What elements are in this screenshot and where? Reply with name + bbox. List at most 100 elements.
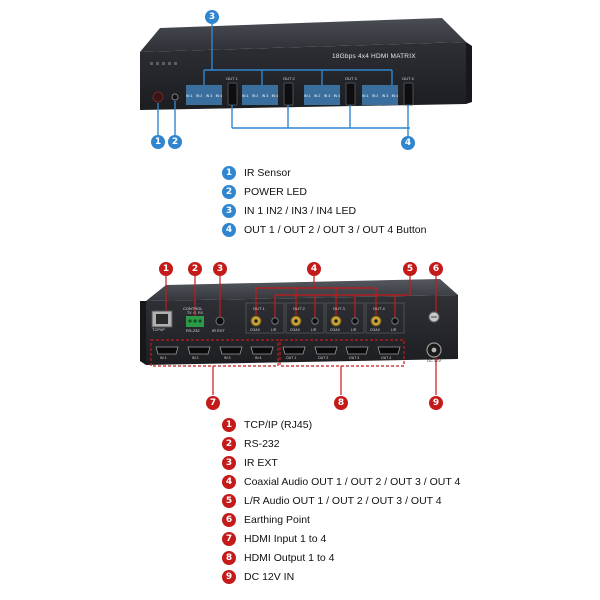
output-group-2 <box>242 82 294 106</box>
lr-label: L/R <box>351 328 357 332</box>
ir-sensor <box>152 91 164 103</box>
front-panel-illustration <box>140 18 472 138</box>
legend-number: 1 <box>222 418 236 432</box>
rear-callout-7: 7 <box>206 396 220 410</box>
coax-label: COAX <box>370 328 380 332</box>
audio-out-1 <box>245 302 285 334</box>
stripe-decoration <box>150 62 177 65</box>
dc-label: DC 12V <box>427 358 442 363</box>
legend-number: 4 <box>222 475 236 489</box>
legend-number: 3 <box>222 456 236 470</box>
legend-text: TCP/IP (RJ45) <box>244 419 313 431</box>
control-label: CONTROL <box>183 306 203 311</box>
output-group-3 <box>304 82 356 106</box>
front-callout-2: 2 <box>168 135 182 149</box>
out-button-label: OUT 2 <box>283 76 295 81</box>
out-button-label: OUT 3 <box>345 76 357 81</box>
front-callout-1: 1 <box>151 135 165 149</box>
audio-out-label: OUT 3 <box>333 306 345 311</box>
legend-text: DC 12V IN <box>244 571 295 583</box>
led-label: IN 4 <box>333 94 340 98</box>
legend-number: 9 <box>222 570 236 584</box>
rear-legend-item: 6 Earthing Point <box>222 512 310 528</box>
rear-callout-8: 8 <box>334 396 348 410</box>
led-label: IN 2 <box>251 94 259 98</box>
audio-out-label: OUT 4 <box>373 306 385 311</box>
legend-text: HDMI Input 1 to 4 <box>244 533 327 545</box>
hdmi-in-label: IN 3 <box>224 356 231 360</box>
rear-callout-6: 6 <box>429 262 443 276</box>
tx-rx-label: TX G RX <box>187 311 203 315</box>
front-legend-item: 3 IN 1 IN2 / IN3 / IN4 LED <box>222 203 356 219</box>
legend-number: 1 <box>222 166 236 180</box>
rear-legend-item: 7 HDMI Input 1 to 4 <box>222 531 326 547</box>
out1-input-labels: IN 1 IN 2 IN 3 IN 4 <box>186 94 222 98</box>
legend-text: Coaxial Audio OUT 1 / OUT 2 / OUT 3 / OU… <box>244 476 461 488</box>
legend-text: IR Sensor <box>244 167 291 179</box>
front-callout-4: 4 <box>401 136 415 150</box>
led-label: IN 3 <box>261 94 269 98</box>
coax-label: COAX <box>250 328 260 332</box>
hdmi-outputs <box>282 346 401 355</box>
legend-number: 5 <box>222 494 236 508</box>
rear-callout-5: 5 <box>403 262 417 276</box>
ir-ext-jack <box>215 316 225 326</box>
ir-ext-label: IR EXT <box>212 328 225 333</box>
output-group-4 <box>362 82 414 106</box>
front-legend-item: 4 OUT 1 / OUT 2 / OUT 3 / OUT 4 Button <box>222 222 426 238</box>
hdmi-out-label: OUT 1 <box>286 356 297 360</box>
led-label: IN 1 <box>362 94 369 98</box>
audio-out-4 <box>365 302 405 334</box>
hdmi-out-label: OUT 2 <box>318 356 329 360</box>
rear-legend-item: 5 L/R Audio OUT 1 / OUT 2 / OUT 3 / OUT … <box>222 493 442 509</box>
legend-text: IN 1 IN2 / IN3 / IN4 LED <box>244 205 357 217</box>
hdmi-in-label: IN 2 <box>192 356 199 360</box>
rear-callout-9: 9 <box>429 396 443 410</box>
legend-text: L/R Audio OUT 1 / OUT 2 / OUT 3 / OUT 4 <box>244 495 442 507</box>
hdmi-out-label: OUT 3 <box>349 356 360 360</box>
led-label: IN 4 <box>271 94 278 98</box>
legend-number: 4 <box>222 223 236 237</box>
lr-label: L/R <box>391 328 397 332</box>
led-label: IN 2 <box>371 94 379 98</box>
legend-number: 8 <box>222 551 236 565</box>
legend-number: 7 <box>222 532 236 546</box>
lr-label: L/R <box>311 328 317 332</box>
rear-panel-illustration <box>140 276 458 395</box>
audio-out-2 <box>285 302 325 334</box>
led-label: IN 1 <box>242 94 249 98</box>
legend-text: Earthing Point <box>244 514 310 526</box>
lr-label: L/R <box>271 328 277 332</box>
out-button-label: OUT 4 <box>402 76 414 81</box>
audio-out-label: OUT 2 <box>293 306 305 311</box>
front-legend-item: 1 IR Sensor <box>222 165 291 181</box>
coax-label: COAX <box>290 328 300 332</box>
front-panel-title: 18Gbps 4x4 HDMI MATRIX <box>332 53 416 60</box>
rear-legend-item: 1 TCP/IP (RJ45) <box>222 417 312 433</box>
hdmi-in-label: IN 1 <box>160 356 167 360</box>
led-label: IN 2 <box>195 94 203 98</box>
rear-callout-2: 2 <box>188 262 202 276</box>
led-label: IN 3 <box>323 94 331 98</box>
hdmi-input-box <box>150 339 279 367</box>
out-button-label: OUT 1 <box>226 76 238 81</box>
hdmi-inputs <box>155 346 274 355</box>
legend-text: OUT 1 / OUT 2 / OUT 3 / OUT 4 Button <box>244 224 427 236</box>
led-label: IN 2 <box>313 94 321 98</box>
rear-legend-item: 2 RS-232 <box>222 436 280 452</box>
legend-number: 2 <box>222 437 236 451</box>
led-label: IN 4 <box>391 94 398 98</box>
rear-legend-item: 9 DC 12V IN <box>222 569 294 585</box>
hdmi-output-box <box>279 339 405 367</box>
out4-input-labels: IN 1 IN 2 IN 3 IN 4 <box>362 94 398 98</box>
legend-text: IR EXT <box>244 457 278 469</box>
power-led <box>171 93 179 101</box>
audio-out-3 <box>325 302 365 334</box>
led-label: IN 1 <box>186 94 193 98</box>
legend-text: HDMI Output 1 to 4 <box>244 552 335 564</box>
led-label: IN 4 <box>215 94 222 98</box>
led-label: IN 3 <box>381 94 389 98</box>
legend-number: 3 <box>222 204 236 218</box>
tcpip-label: TCP/IP <box>152 327 165 332</box>
hdmi-out-label: OUT 4 <box>381 356 392 360</box>
